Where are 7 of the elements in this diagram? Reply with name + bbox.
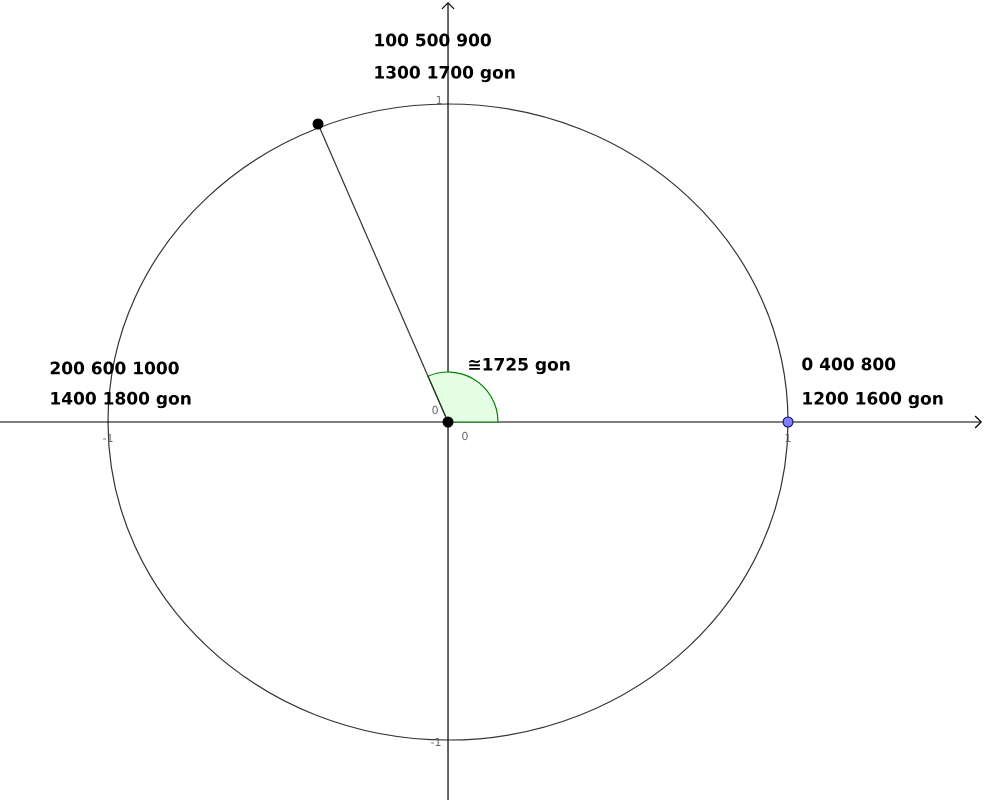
point [782, 416, 794, 428]
radius-line [319, 128, 447, 418]
angle-label: 1400 1800 gon [51, 391, 191, 409]
point [442, 416, 454, 428]
point [312, 118, 324, 130]
angle-label: 1200 1600 gon [803, 391, 943, 409]
angle-label: 200 600 1000 [50, 361, 179, 375]
